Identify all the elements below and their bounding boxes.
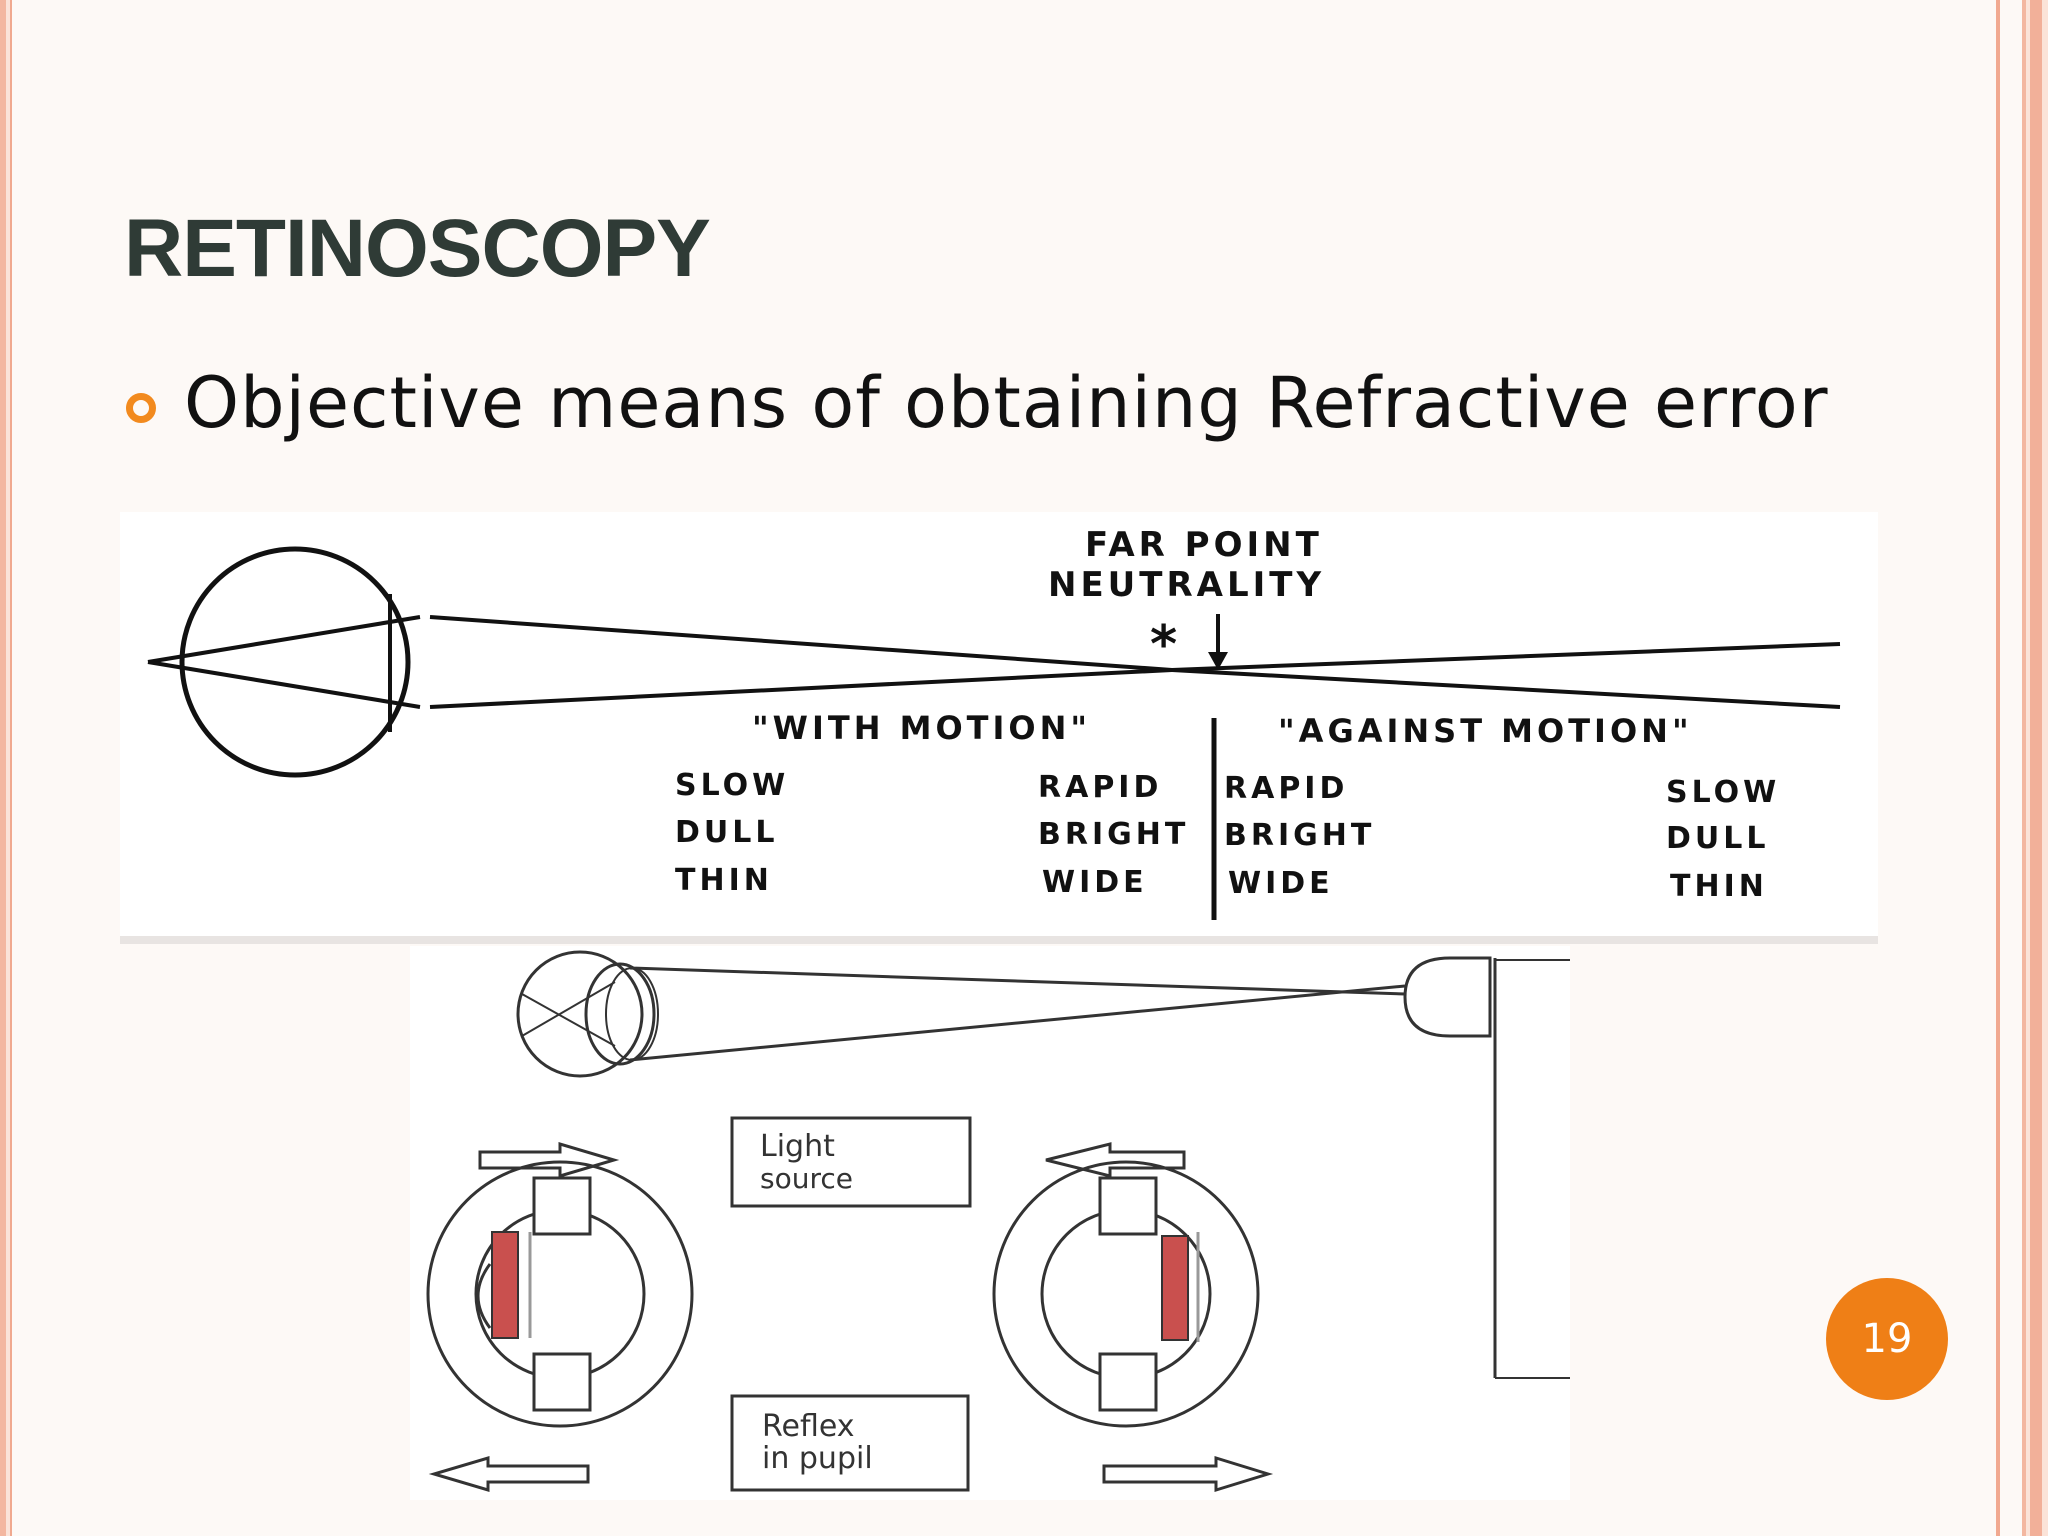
eye-circle bbox=[179, 546, 411, 778]
right-reflex-band bbox=[1161, 1235, 1189, 1341]
left-col-3: THIN bbox=[675, 863, 773, 898]
ray-upper bbox=[429, 615, 1173, 672]
bullet-text: Objective means of obtaining Refractive … bbox=[184, 362, 1829, 444]
right-arrow-icon bbox=[1102, 1455, 1274, 1493]
retinoscope-reflex-diagram: Light source Reflex in pupil bbox=[410, 946, 1570, 1500]
beam-upper bbox=[629, 966, 1406, 996]
with-motion-label: "WITH MOTION" bbox=[752, 709, 1091, 747]
down-arrow-head-icon bbox=[1208, 652, 1228, 670]
figure-separator bbox=[120, 936, 1878, 944]
light-source-line1: Light bbox=[760, 1129, 835, 1164]
mid-left-col-3: WIDE bbox=[1042, 865, 1148, 900]
ray-far-lower bbox=[1171, 668, 1841, 709]
ray-inner-lower bbox=[147, 660, 421, 709]
against-motion-label: "AGAINST MOTION" bbox=[1278, 712, 1693, 750]
right-border-decoration bbox=[1956, 0, 2048, 1536]
mid-right-col-2: BRIGHT bbox=[1224, 818, 1375, 853]
left-arrow-icon bbox=[1045, 1142, 1186, 1178]
right-col-3: THIN bbox=[1670, 869, 1768, 904]
left-col-2: DULL bbox=[675, 815, 779, 850]
reflex-line1: Reflex bbox=[762, 1409, 855, 1444]
neutrality-label: NEUTRALITY bbox=[1048, 565, 1325, 605]
far-point-label: FAR POINT bbox=[1085, 525, 1323, 565]
right-eye-outer bbox=[992, 1160, 1260, 1428]
reflex-box bbox=[730, 1394, 970, 1492]
left-eye-outer bbox=[426, 1160, 694, 1428]
light-source-box bbox=[730, 1116, 972, 1208]
mid-left-col-2: BRIGHT bbox=[1038, 817, 1189, 852]
retinoscope-head-icon bbox=[1403, 956, 1492, 1038]
mid-left-col-1: RAPID bbox=[1038, 770, 1162, 805]
asterisk-mark: * bbox=[1150, 615, 1181, 675]
right-border-line bbox=[1996, 0, 2000, 1536]
left-arrow-icon bbox=[428, 1455, 590, 1493]
beam-lower bbox=[629, 984, 1406, 1062]
mid-right-col-1: RAPID bbox=[1224, 771, 1348, 806]
reflex-line2: in pupil bbox=[762, 1441, 873, 1476]
right-col-2: DULL bbox=[1666, 821, 1770, 856]
page-number-badge: 19 bbox=[1826, 1278, 1948, 1400]
mid-right-col-3: WIDE bbox=[1228, 866, 1334, 901]
bullet-icon bbox=[126, 393, 156, 423]
ray-inner-upper bbox=[147, 615, 421, 664]
left-reflex-band bbox=[491, 1231, 519, 1339]
left-border-decoration bbox=[0, 0, 16, 1536]
observed-eye-circle bbox=[516, 950, 644, 1078]
right-col-1: SLOW bbox=[1666, 775, 1780, 810]
slide-title: RETINOSCOPY bbox=[124, 203, 711, 294]
light-source-line2: source bbox=[760, 1162, 853, 1195]
left-col-1: SLOW bbox=[675, 768, 789, 803]
ray-far-upper bbox=[1171, 642, 1841, 672]
ray-lower bbox=[429, 668, 1173, 709]
right-arrow-icon bbox=[478, 1141, 620, 1179]
retinoscopy-motion-diagram: FAR POINT NEUTRALITY * "WITH MOTION" "AG… bbox=[120, 512, 1878, 940]
